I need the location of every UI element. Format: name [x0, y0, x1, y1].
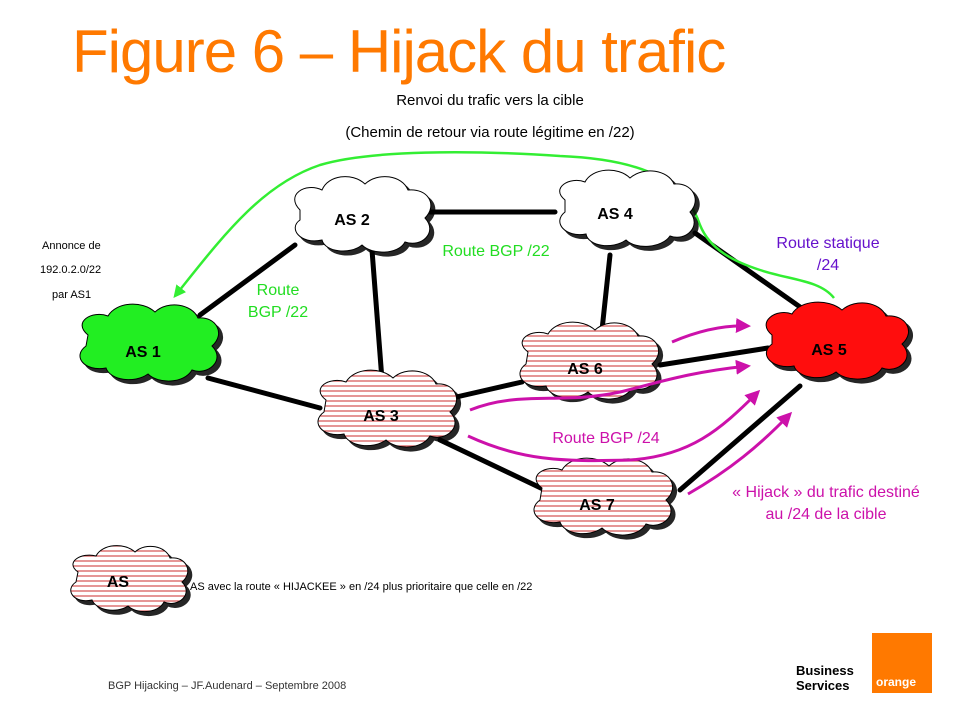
route-statique-label-2: /24	[817, 257, 839, 274]
hijack-arrow-as7-as5	[687, 411, 793, 496]
legend-cloud-label: AS	[107, 574, 130, 591]
node-as5-label: AS 5	[811, 342, 847, 359]
subtitle-line2: (Chemin de retour via route légitime en …	[345, 124, 635, 141]
legend-cloud	[70, 545, 189, 612]
link-as4-as6	[599, 252, 613, 333]
route-as1-label-1: Route	[257, 282, 300, 299]
link-as1-as2	[197, 242, 298, 318]
node-as6-label: AS 6	[567, 361, 603, 378]
node-as3-label: AS 3	[363, 408, 399, 425]
link-as2-as3	[369, 247, 385, 383]
cloud-as6	[519, 321, 659, 400]
annonce-line2: 192.0.2.0/22	[40, 264, 102, 276]
node-as4-label: AS 4	[597, 206, 633, 223]
node-as2-label: AS 2	[334, 212, 370, 229]
subtitle-line1: Renvoi du trafic vers la cible	[396, 92, 584, 109]
annonce-line1: Annonce de	[42, 240, 101, 252]
cloud-as1	[79, 303, 219, 382]
brand-line2: Services	[796, 678, 850, 693]
annonce-line3: par AS1	[52, 289, 92, 301]
hijack-arrow-as6-top	[671, 317, 751, 344]
route-bgp22-label: Route BGP /22	[442, 243, 549, 260]
route-bgp24-label: Route BGP /24	[552, 430, 659, 447]
node-as1-label: AS 1	[125, 344, 161, 361]
route-as1-label-2: BGP /22	[248, 304, 308, 321]
footer: BGP Hijacking – JF.Audenard – Septembre …	[108, 680, 347, 692]
hijack-arrow-as3-as7	[467, 389, 761, 463]
node-as7-label: AS 7	[579, 497, 615, 514]
cloud-as2	[294, 176, 432, 253]
cloud-as5	[765, 301, 909, 380]
brand-text: Business Services	[796, 663, 854, 693]
legend-text: AS avec la route « HIJACKEE » en /24 plu…	[190, 581, 532, 593]
orange-logo-text: orange	[876, 675, 917, 689]
link-as7-as5	[677, 383, 803, 493]
orange-logo: orange	[872, 633, 932, 693]
hijack-arrow-as3-as6	[469, 359, 751, 412]
cloud-as4	[559, 169, 696, 247]
link-as6-as5	[657, 345, 771, 368]
link-as3-as7	[437, 437, 548, 493]
route-statique-label-1: Route statique	[776, 235, 879, 252]
brand-line1: Business	[796, 663, 854, 678]
legit-return-route	[173, 151, 835, 299]
hijack-label-2: au /24 de la cible	[766, 506, 887, 523]
link-as1-as3	[205, 375, 323, 411]
cloud-as3	[317, 369, 457, 448]
hijack-label-1: « Hijack » du trafic destiné	[732, 484, 920, 501]
page-title: Figure 6 – Hijack du trafic	[72, 18, 726, 85]
link-as3-as6	[449, 379, 525, 401]
